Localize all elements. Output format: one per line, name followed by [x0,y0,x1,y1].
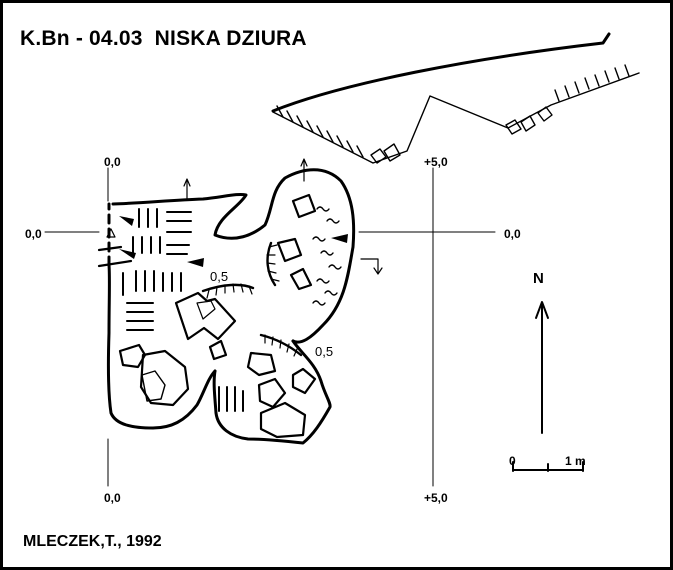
grid-label-top-right: +5,0 [424,155,448,169]
depth-mark-1: 0,5 [210,269,229,284]
grid-lines [44,167,496,487]
grid-label-bottom-left: 0,0 [104,491,121,505]
boulders [118,193,317,439]
grid-label-bottom-right: +5,0 [424,491,448,505]
north-arrow [535,301,549,434]
cave-plan-drawing [44,32,640,487]
scale-end-label: 1 m [565,454,586,468]
grid-label-left: 0,0 [25,227,42,241]
water-marks [312,206,342,306]
grid-label-right: 0,0 [504,227,521,241]
author-credit: MLECZEK,T., 1992 [23,533,162,550]
cave-outline-left [106,168,356,445]
filled-wedges [119,216,348,267]
grid-label-top-left: 0,0 [104,155,121,169]
north-label: N [533,270,544,287]
depth-mark-2: 0,5 [315,344,334,359]
scale-start-label: 0 [509,454,516,468]
surface-profile [271,32,640,164]
scale-bar [512,461,584,472]
map-title: K.Bn - 04.03 NISKA DZIURA [20,27,307,50]
entrance-marker [106,228,116,238]
sediment-hatching [122,208,244,412]
